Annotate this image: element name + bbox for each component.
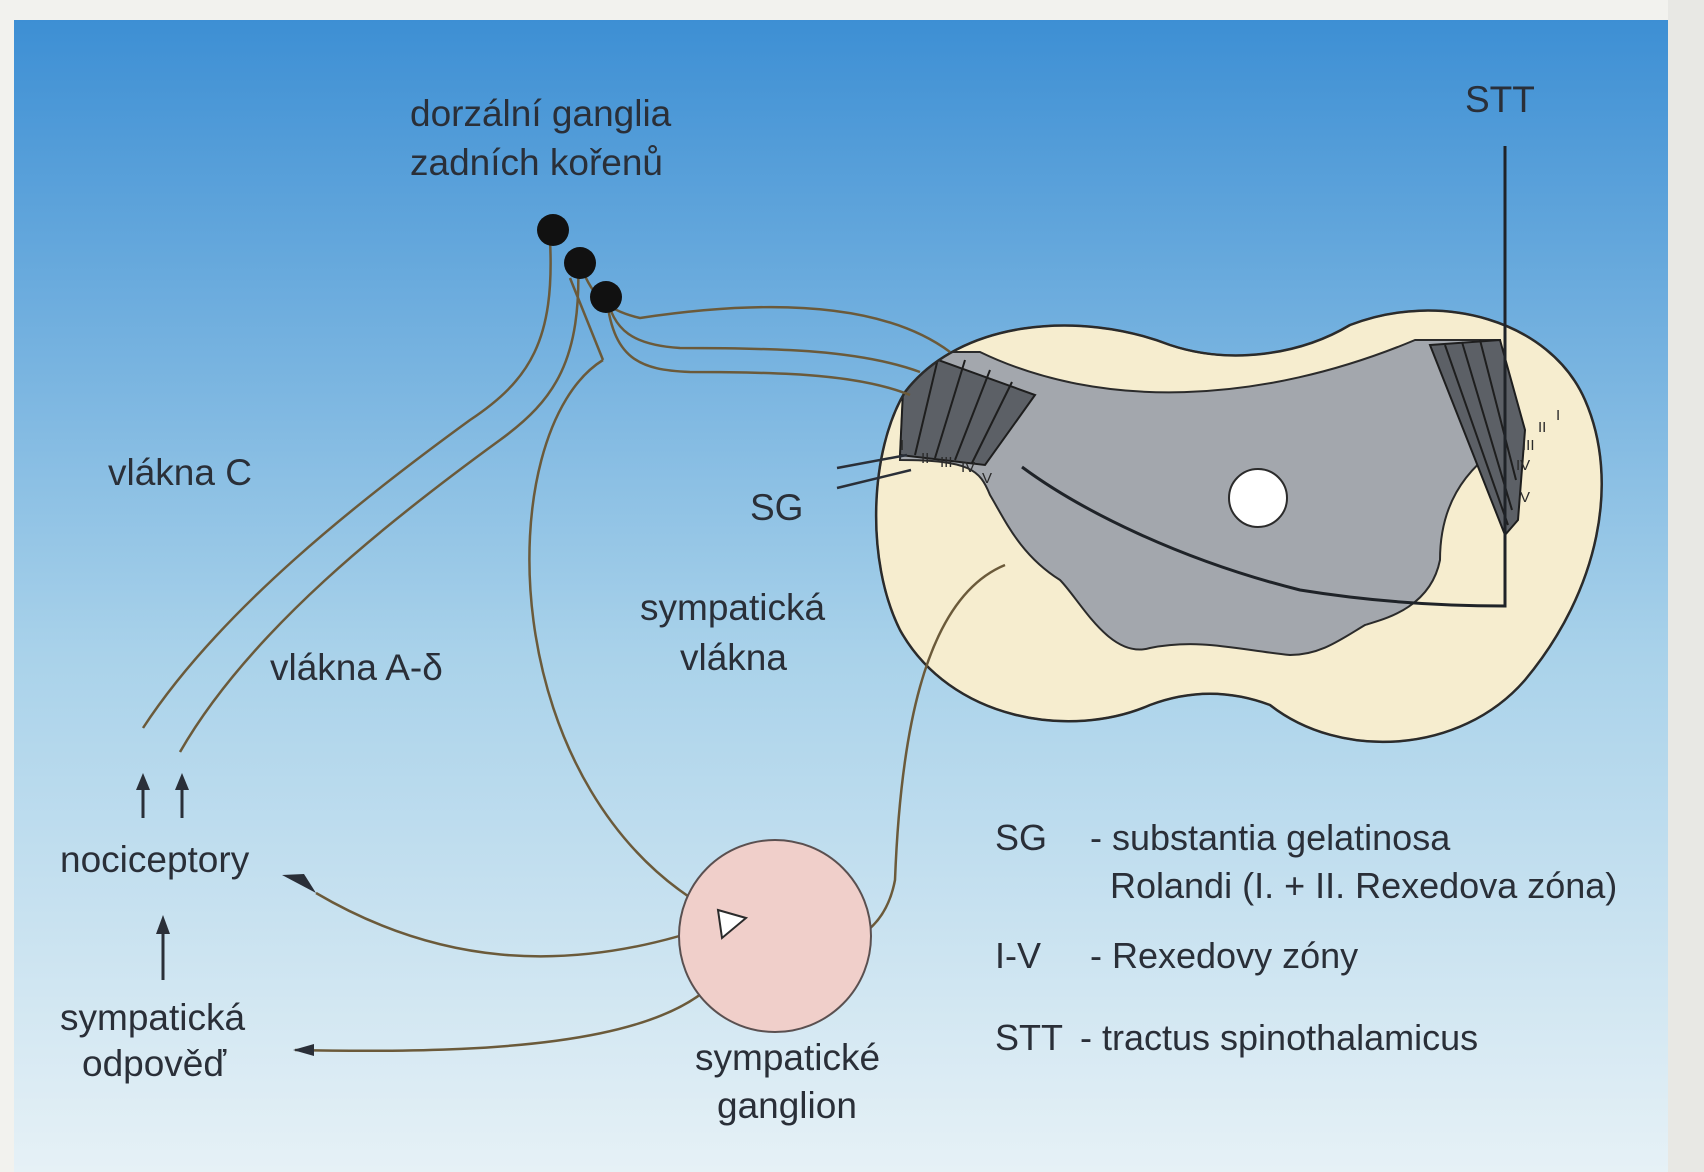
roman-right-2: II <box>1538 419 1546 436</box>
roman-right-1: I <box>1556 407 1560 424</box>
drg-neuron-2 <box>564 247 596 279</box>
legend-text-sg-line1: - substantia gelatinosa <box>1090 817 1451 858</box>
label-symp-ganglion-line1: sympatické <box>695 1037 880 1078</box>
label-ganglia-line1: dorzální ganglia <box>410 93 672 134</box>
drg-neuron-1 <box>537 214 569 246</box>
roman-right-3: III <box>1522 437 1535 454</box>
legend-abbr-stt: STT <box>995 1017 1063 1058</box>
legend-text-stt: - tractus spinothalamicus <box>1080 1017 1478 1058</box>
roman-left-5: V <box>982 470 992 487</box>
page-margin-right <box>1668 0 1704 1172</box>
roman-left-3: III <box>940 454 953 471</box>
legend-abbr-sg: SG <box>995 817 1047 858</box>
roman-left-1: I <box>900 437 904 454</box>
label-ganglia-line2: zadních kořenů <box>410 142 663 183</box>
legend-text-iv: - Rexedovy zóny <box>1090 935 1358 976</box>
roman-left-4: IV <box>961 459 975 476</box>
label-fibers-a-delta: vlákna A-δ <box>270 647 443 688</box>
label-fibers-c: vlákna C <box>108 452 252 493</box>
label-nociceptors: nociceptory <box>60 839 250 880</box>
roman-right-5: V <box>1520 489 1530 506</box>
label-symp-response-line1: sympatická <box>60 997 245 1038</box>
roman-left-2: II <box>921 450 929 467</box>
sympathetic-ganglion <box>679 840 871 1032</box>
label-symp-ganglion-line2: ganglion <box>717 1085 857 1126</box>
drg-neuron-3 <box>590 281 622 313</box>
legend-abbr-iv: I-V <box>995 935 1041 976</box>
label-sg: SG <box>750 487 803 528</box>
label-symp-fibers-line2: vlákna <box>680 637 787 678</box>
central-canal <box>1229 469 1287 527</box>
label-symp-fibers-line1: sympatická <box>640 587 825 628</box>
label-stt: STT <box>1465 79 1535 120</box>
roman-right-4: IV <box>1516 457 1530 474</box>
label-symp-response-line2: odpověď <box>82 1043 227 1084</box>
legend-text-sg-line2: Rolandi (I. + II. Rexedova zóna) <box>1110 865 1617 906</box>
